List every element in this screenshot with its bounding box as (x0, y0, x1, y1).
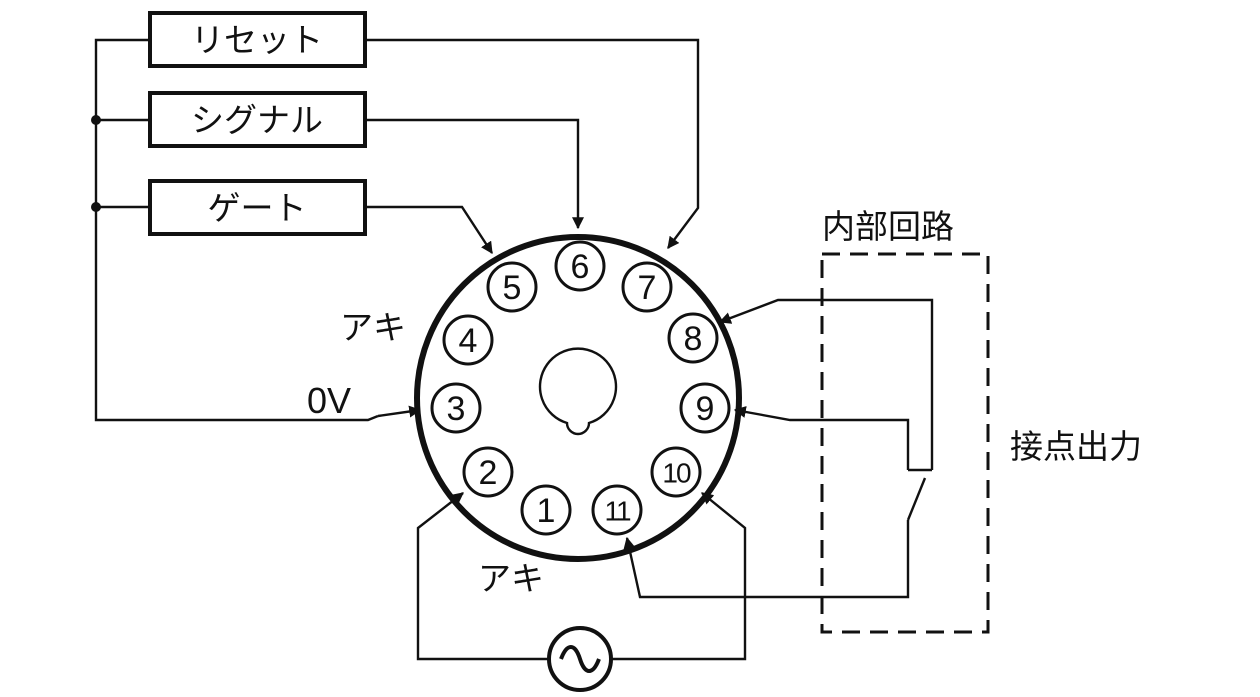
svg-text:8: 8 (684, 320, 703, 358)
svg-text:5: 5 (503, 269, 522, 307)
pin-10: 10 (650, 446, 702, 498)
ac-power-source (547, 626, 613, 692)
reset-label: リセット (191, 21, 323, 60)
contact-to-pin9-wire (733, 406, 910, 470)
svg-text:6: 6 (571, 248, 590, 286)
pin-3: 3 (430, 382, 482, 434)
pin-8: 8 (667, 312, 719, 364)
contact-to-pin8-wire (718, 298, 934, 470)
gate-to-pin5-wire (365, 205, 494, 255)
svg-text:1: 1 (537, 492, 556, 530)
zero-volt-label: 0V (307, 380, 351, 421)
pin-11: 11 (591, 484, 643, 536)
unused-label-lower: アキ (478, 559, 544, 598)
supply-to-pin2-wire (416, 492, 549, 661)
svg-text:10: 10 (662, 458, 691, 489)
signal-label: シグナル (191, 101, 323, 140)
reset-input-box: リセット (148, 11, 367, 68)
contact-switch-blade (906, 477, 927, 521)
svg-text:3: 3 (447, 390, 466, 428)
pin-7: 7 (621, 261, 673, 313)
common-rail-wire (94, 38, 379, 422)
svg-text:2: 2 (479, 454, 498, 492)
contact-output-label: 接点出力 (1010, 427, 1142, 466)
internal-circuit-boundary (820, 252, 990, 634)
pin-1: 1 (520, 484, 572, 536)
svg-text:7: 7 (638, 269, 657, 307)
svg-text:9: 9 (696, 390, 715, 428)
pin-5: 5 (486, 261, 538, 313)
signal-to-pin6-wire (365, 118, 584, 230)
contact-to-pin11-wire (623, 520, 910, 599)
junction-dot (91, 202, 101, 212)
signal-input-box: シグナル (148, 91, 367, 148)
internal-circuit-label: 内部回路 (822, 207, 954, 246)
junction-dot (91, 115, 101, 125)
supply-to-pin10-wire (612, 492, 747, 661)
ac-wave-icon (559, 645, 601, 673)
unused-label-upper: アキ (340, 308, 406, 347)
svg-text:4: 4 (459, 322, 478, 360)
reset-to-pin7-wire (365, 38, 700, 249)
pin-6: 6 (554, 240, 606, 292)
pin-9: 9 (679, 382, 731, 434)
gate-label: ゲート (208, 189, 307, 228)
zero-volt-wire-arrow (377, 405, 422, 418)
pin-4: 4 (442, 314, 494, 366)
pin-2: 2 (462, 446, 514, 498)
svg-text:11: 11 (604, 496, 630, 527)
gate-input-box: ゲート (148, 179, 367, 236)
socket-center-key (538, 347, 618, 436)
